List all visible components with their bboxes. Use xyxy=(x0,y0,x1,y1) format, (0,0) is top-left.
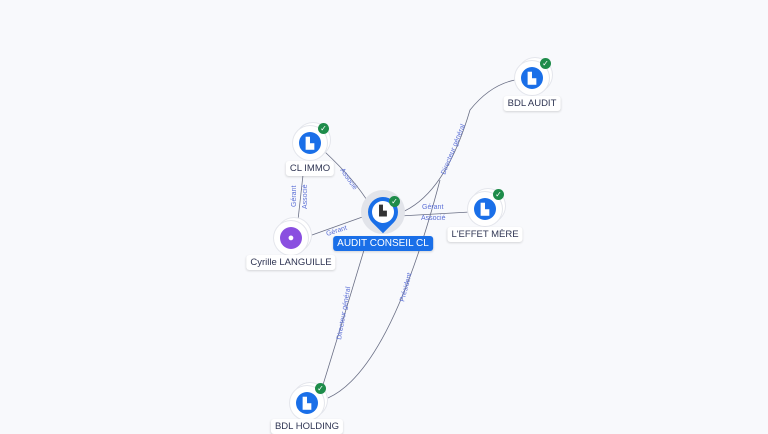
edge-label: Associé xyxy=(338,167,358,191)
node-label: L'EFFET MÈRE xyxy=(447,227,523,242)
node-label: Cyrille LANGUILLE xyxy=(246,255,336,270)
building-icon: ▙ xyxy=(299,132,321,154)
node-label: CL IMMO xyxy=(285,161,335,176)
edge-holding-center-2 xyxy=(327,179,441,399)
verified-icon: ✓ xyxy=(540,58,551,69)
edge-holding-center-1 xyxy=(321,239,368,389)
edge-label: Directeur général xyxy=(440,123,467,176)
edge-label: Associé xyxy=(302,184,309,209)
node-label: BDL HOLDING xyxy=(270,419,344,434)
edge-center-effet-mere xyxy=(399,211,471,217)
node-label: BDL AUDIT xyxy=(503,96,561,111)
edge-center-bdl-audit xyxy=(399,79,516,214)
verified-icon: ✓ xyxy=(389,196,400,207)
edge-label: Président xyxy=(399,272,413,302)
edge-cyrille-cl-immo xyxy=(297,174,304,221)
building-icon: ▙ xyxy=(474,198,496,220)
verified-icon: ✓ xyxy=(318,123,329,134)
person-icon: ● xyxy=(280,227,302,249)
building-icon: ▙ xyxy=(296,392,318,414)
building-icon: ▙ xyxy=(521,67,543,89)
edge-label: Directeur général xyxy=(336,286,352,341)
edge-label: Gérant xyxy=(422,204,443,211)
verified-icon: ✓ xyxy=(493,189,504,200)
verified-icon: ✓ xyxy=(315,383,326,394)
building-icon: ▙ xyxy=(372,201,394,223)
edge-label: Associé xyxy=(421,215,446,222)
edge-label: Gérant xyxy=(291,186,298,207)
node-label: AUDIT CONSEIL CL xyxy=(333,236,433,251)
